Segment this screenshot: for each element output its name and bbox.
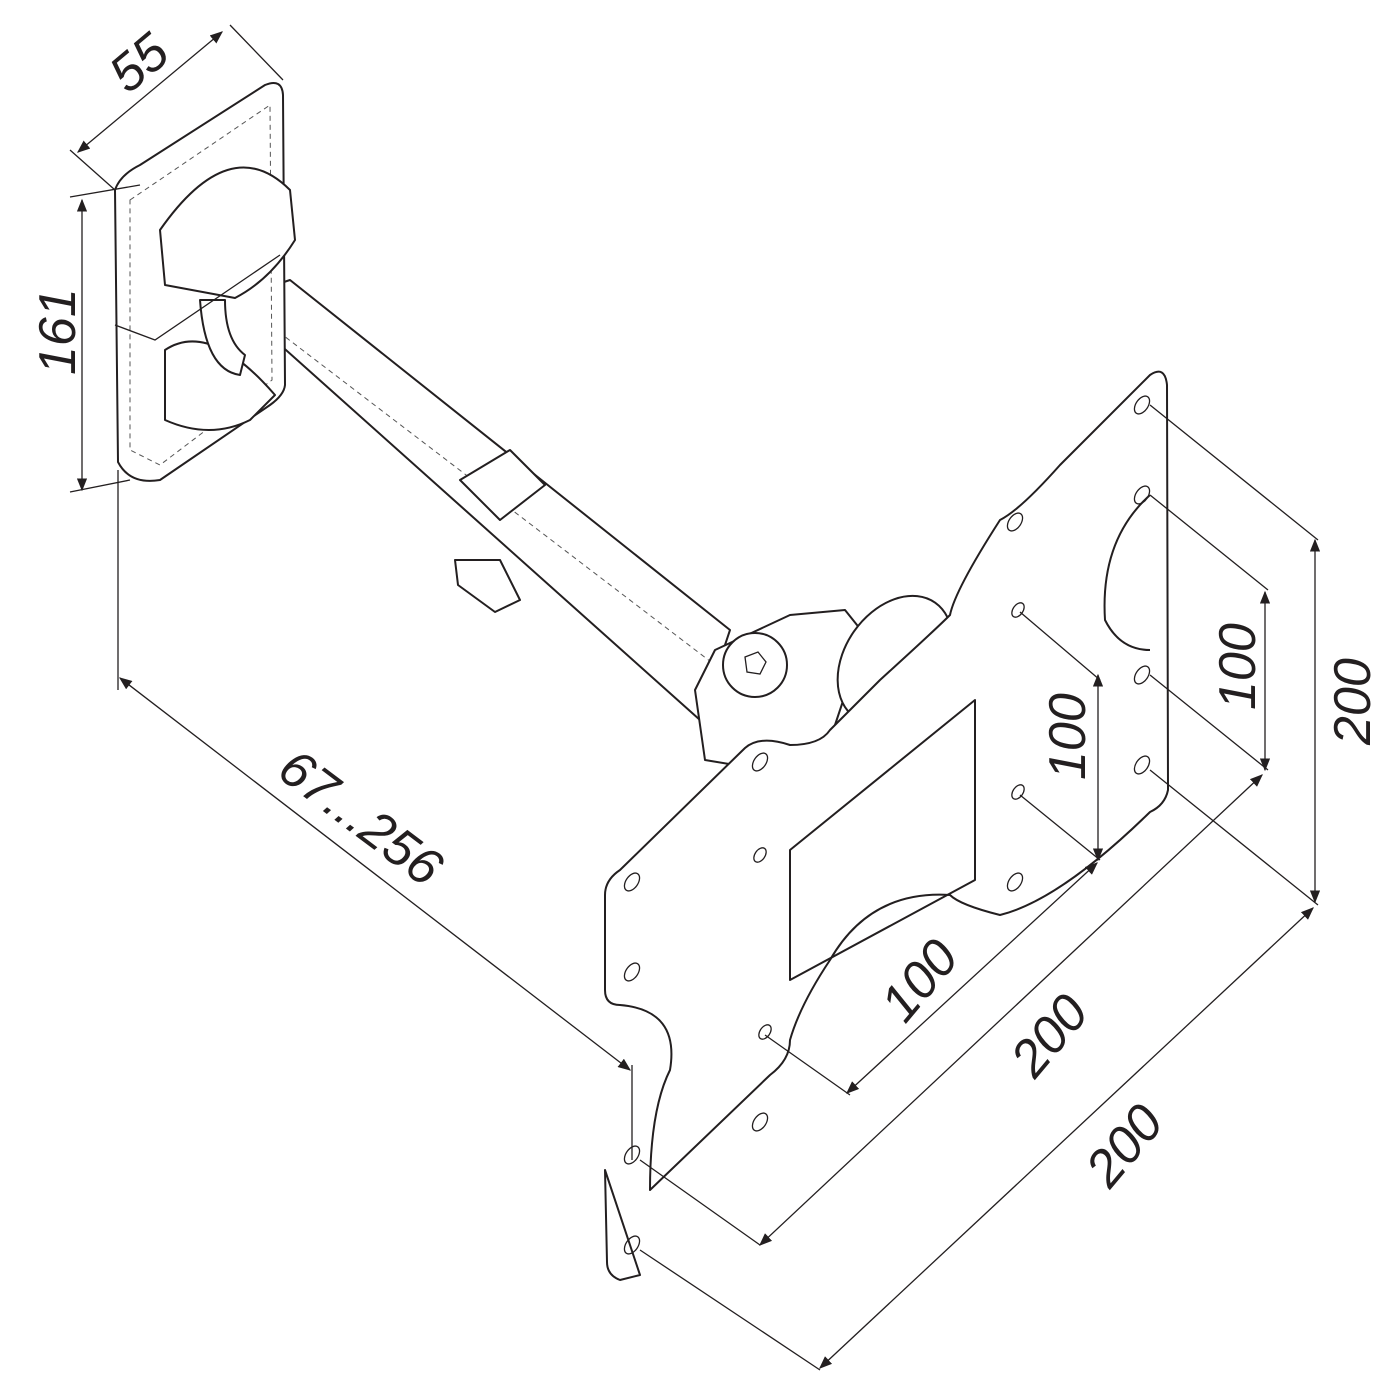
dim-vesa-outer-h: 200	[1074, 1094, 1175, 1199]
vesa-plate	[604, 370, 1169, 1281]
dim-arm-extension: 67...256	[268, 738, 453, 897]
dimension-lines	[69, 24, 1321, 1371]
telescopic-arm	[229, 279, 731, 721]
dim-wall-plate-width: 55	[98, 22, 180, 104]
dim-vesa-inner-v: 100	[1039, 693, 1097, 780]
dim-vesa-inner-h: 100	[870, 929, 970, 1033]
dim-vesa-right-v: 100	[1209, 623, 1267, 710]
dim-vesa-mid-h: 200	[999, 984, 1100, 1089]
hex-bolt-icon	[744, 651, 767, 675]
wall-plate	[114, 82, 296, 482]
dim-vesa-outer-v: 200	[1324, 658, 1382, 746]
dim-wall-plate-height: 161	[29, 288, 87, 375]
